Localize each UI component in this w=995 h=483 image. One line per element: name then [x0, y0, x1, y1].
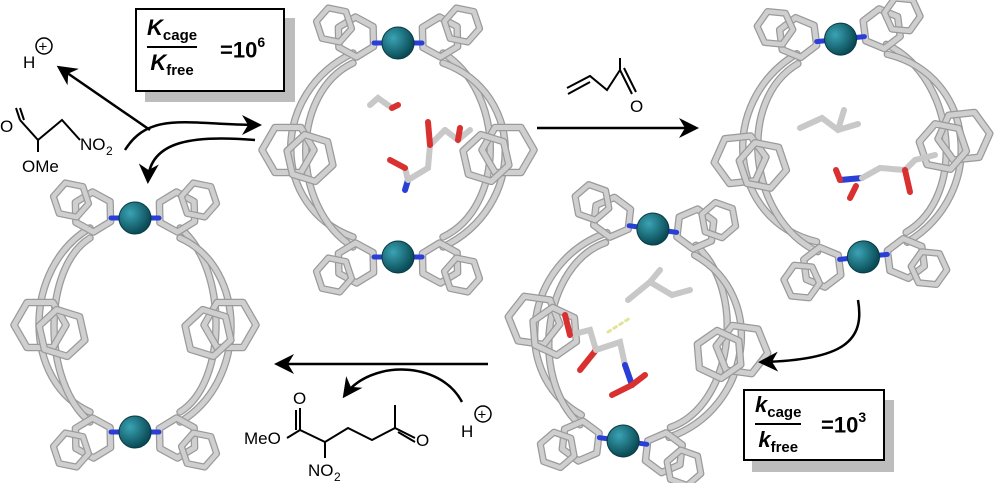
- methyl-nitroacetate: O NO 2 OMe: [0, 107, 113, 176]
- svg-text:H: H: [23, 53, 35, 72]
- svg-text:+: +: [478, 407, 487, 424]
- svg-text:O: O: [630, 97, 643, 116]
- svg-text:O: O: [416, 431, 429, 450]
- arrow-into-cage-loop: [138, 137, 256, 184]
- proton-bottom: H +: [461, 405, 492, 441]
- svg-text:H: H: [461, 422, 473, 441]
- svg-text:2: 2: [334, 470, 341, 483]
- svg-text:OMe: OMe: [22, 157, 59, 176]
- arrow-to-first-cage: [123, 114, 262, 151]
- svg-text:NO: NO: [308, 461, 334, 480]
- cage-empty-left: [10, 179, 260, 471]
- equilibrium-ratio-box: Kcage Kfree =106: [135, 8, 285, 92]
- cage-top-center: [258, 4, 538, 296]
- guest-bottom-right: [562, 267, 693, 398]
- rate-ratio-value: =103: [821, 409, 867, 438]
- svg-text:O: O: [293, 389, 306, 408]
- cage-bottom-right: [504, 181, 772, 483]
- binding-ratio-fraction: Kcage Kfree: [147, 15, 198, 79]
- rate-ratio-fraction: kcage kfree: [755, 392, 802, 456]
- proton-top: H +: [23, 37, 53, 72]
- arrow-protonation: [342, 368, 464, 403]
- svg-text:+: +: [39, 39, 48, 56]
- cage-top-right: [710, 0, 994, 302]
- methyl-vinyl-ketone: O: [566, 58, 643, 116]
- svg-text:NO: NO: [80, 135, 106, 154]
- arrow-proton-release: [56, 65, 151, 132]
- guest-top-right: [797, 107, 938, 201]
- michael-adduct-product: O MeO O NO 2: [244, 389, 429, 483]
- arrow-to-bottom-right-cage: [758, 299, 861, 372]
- guest-top-center: [367, 94, 473, 193]
- rate-ratio-box: kcage kfree =103: [743, 389, 885, 461]
- svg-text:MeO: MeO: [244, 429, 281, 448]
- svg-text:O: O: [0, 117, 13, 136]
- svg-text:2: 2: [106, 144, 113, 158]
- binding-ratio-value: =106: [220, 34, 266, 63]
